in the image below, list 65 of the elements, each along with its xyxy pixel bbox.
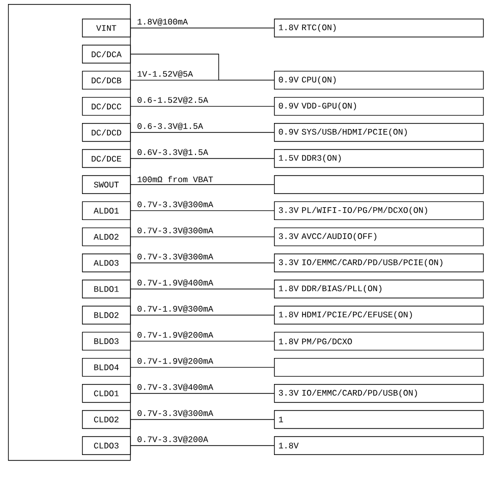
connector-line: [130, 210, 274, 212]
edge-label: 0.7V-3.3V@300mA: [136, 408, 214, 418]
connector-line: [130, 288, 274, 290]
pin-box: DC/DCD: [82, 123, 131, 142]
connector-line: [130, 393, 274, 394]
output-box: 1.5V DDR3(ON): [274, 149, 484, 168]
pin-box: DC/DCB: [82, 70, 131, 90]
output-box: 3.3V AVCC/AUDIO(OFF): [274, 227, 484, 246]
edge-label: 0.7V-1.9V@300mA: [136, 304, 214, 314]
pin-box: DC/DCC: [82, 96, 131, 116]
output-box: 0.9V CPU(ON): [274, 70, 484, 90]
connector-line: [130, 184, 274, 185]
pin-box: DC/DCA: [82, 44, 131, 64]
connector-line: [130, 340, 274, 342]
pin-box: ALDO1: [82, 201, 131, 220]
pin-box: ALDO2: [82, 227, 131, 246]
pin-box: CLDO2: [82, 410, 131, 429]
output-box: 3.3V IO/EMMC/CARD/PD/USB(ON): [274, 384, 484, 403]
edge-label: 1.8V@100mA: [136, 17, 189, 27]
edge-label: 0.6-3.3V@1.5A: [136, 122, 204, 132]
output-box: [274, 358, 484, 377]
output-box: 1.8V RTC(ON): [274, 18, 484, 38]
output-box: 3.3V IO/EMMC/CARD/PD/USB/PCIE(ON): [274, 254, 484, 272]
pin-box: SWOUT: [82, 175, 131, 194]
connector-line: [130, 262, 274, 264]
edge-label: 0.6V-3.3V@1.5A: [136, 148, 210, 158]
output-box: 1: [274, 410, 484, 429]
output-box: 3.3V PL/WIFI-IO/PG/PM/DCXO(ON): [274, 201, 484, 220]
output-box: 0.9V VDD-GPU(ON): [274, 96, 484, 116]
output-box: 1.8V PM/PG/DCXO: [274, 332, 484, 351]
edge-label: 0.7V-1.9V@400mA: [136, 278, 214, 288]
output-box: 1.8V: [274, 436, 484, 455]
output-box: 1.8V HDMI/PCIE/PC/EFUSE(ON): [274, 306, 484, 324]
pin-box: CLDO3: [82, 436, 131, 455]
connector-line: [130, 445, 274, 446]
edge-label: 0.6-1.52V@2.5A: [136, 96, 210, 105]
chip-box: [8, 4, 131, 461]
edge-label: 0.7V-3.3V@300mA: [136, 252, 214, 262]
edge-label: 0.7V-3.3V@200A: [136, 434, 210, 444]
edge-label: 0.7V-1.9V@200mA: [136, 330, 214, 340]
edge-label: 0.7V-3.3V@400mA: [136, 382, 214, 392]
connector-line: [130, 419, 274, 420]
pin-box: ALDO3: [82, 254, 131, 272]
edge-label: 100mΩ from VBAT: [136, 175, 214, 184]
connector-line: [130, 106, 274, 107]
connector-line: [130, 80, 274, 81]
output-box: [274, 175, 484, 194]
output-box: 1.8V DDR/BIAS/PLL(ON): [274, 280, 484, 298]
pin-box: BLDO2: [82, 306, 131, 324]
connector-line: [130, 314, 274, 316]
connector-line: [130, 158, 274, 159]
connector-line: [130, 366, 274, 368]
output-box: 0.9V SYS/USB/HDMI/PCIE(ON): [274, 123, 484, 142]
pin-box: BLDO3: [82, 332, 131, 351]
edge-label: 0.7V-3.3V@300mA: [136, 226, 214, 236]
pin-box: VINT: [82, 18, 131, 38]
pin-box: BLDO4: [82, 358, 131, 377]
pin-box: DC/DCE: [82, 149, 131, 168]
edge-label: 1V-1.52V@5A: [136, 70, 194, 79]
connector-line: [130, 132, 274, 133]
pin-box: BLDO1: [82, 280, 131, 298]
connector-line: [130, 236, 274, 238]
edge-label: 0.7V-3.3V@300mA: [136, 200, 214, 210]
pin-box: CLDO1: [82, 384, 131, 403]
edge-label: 0.7V-1.9V@200mA: [136, 356, 214, 366]
